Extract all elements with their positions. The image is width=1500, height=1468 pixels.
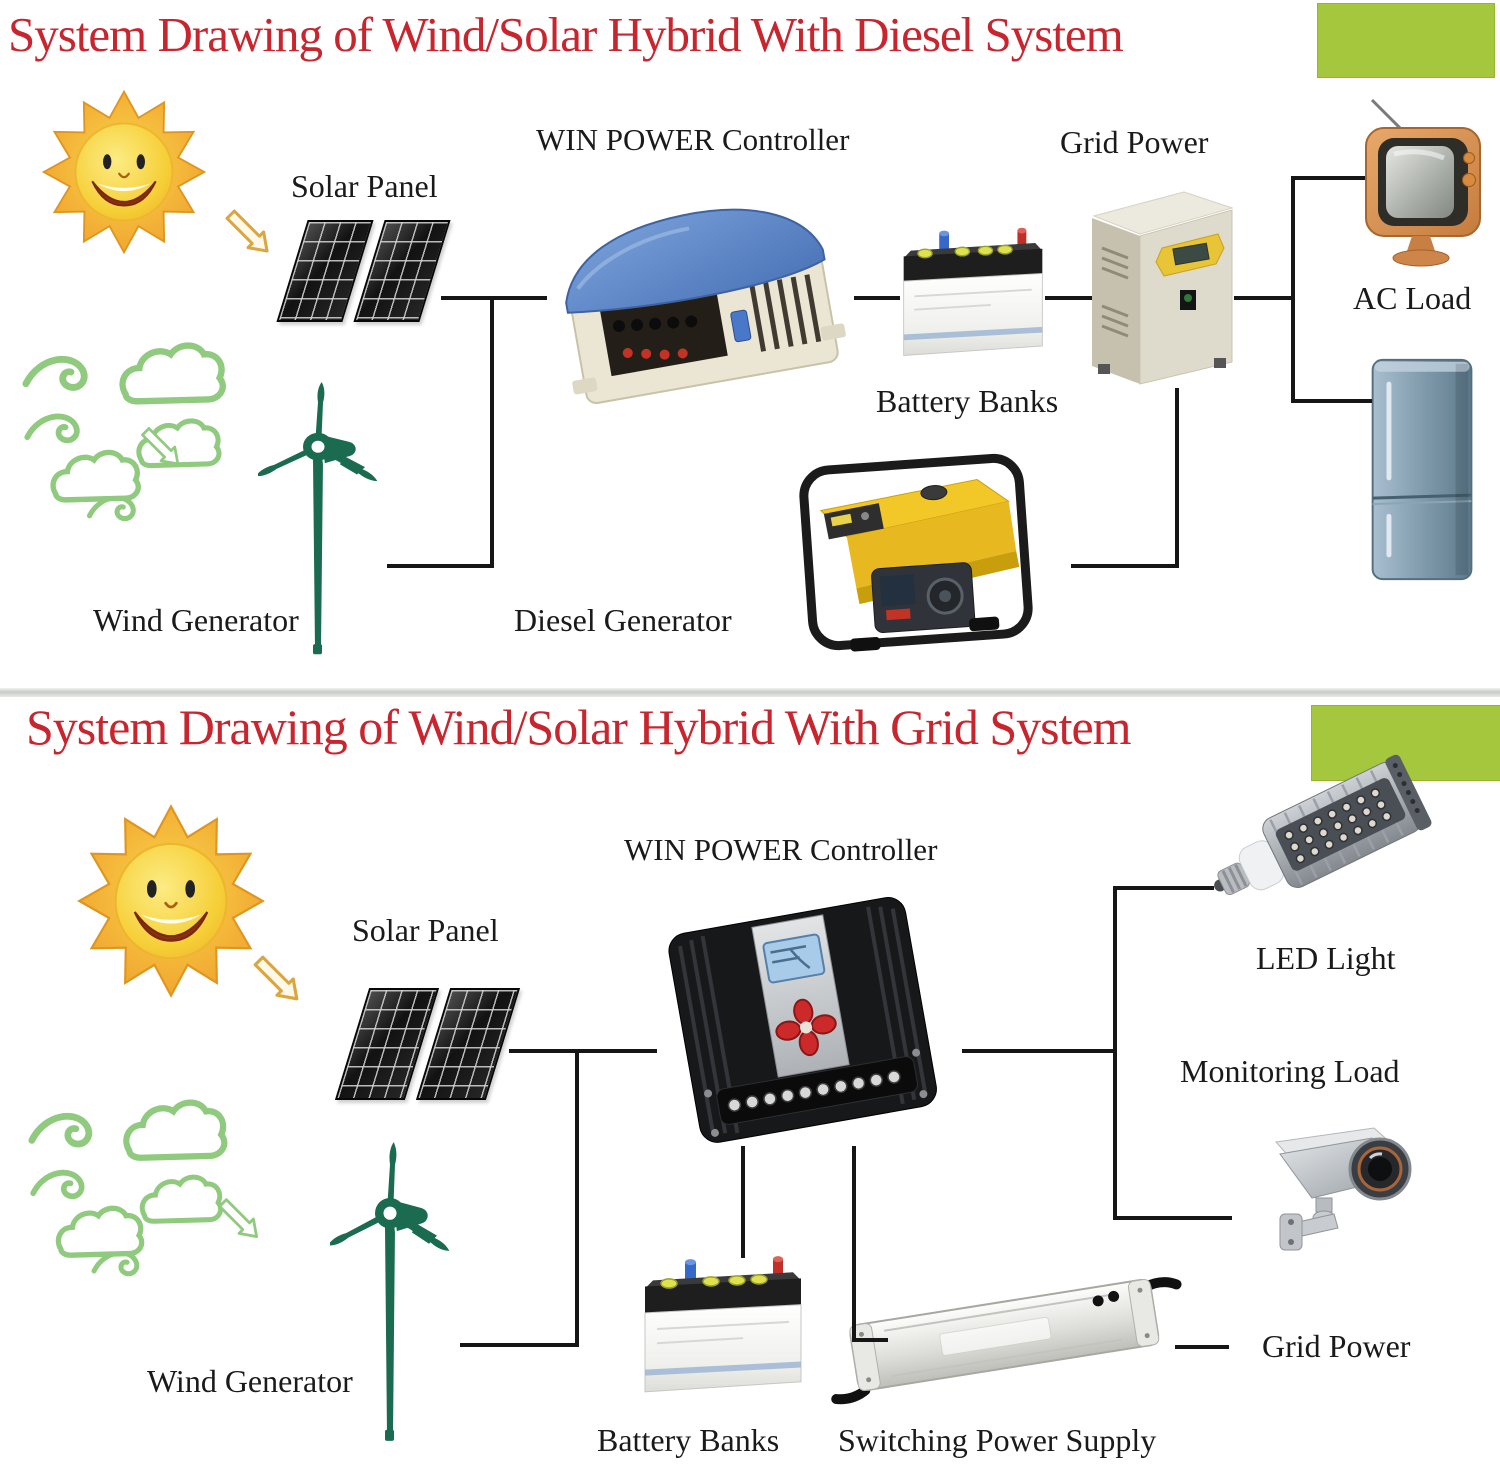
wind-generator-label-1: Wind Generator: [93, 602, 299, 638]
wire-solar-to-controller-1: [441, 296, 547, 300]
wire-wind-riser-1: [490, 296, 494, 568]
grid-power-label-1: Grid Power: [1060, 124, 1209, 160]
corner-accent-1: [1317, 3, 1495, 78]
sun-icon-2: [75, 802, 267, 1000]
controller-label-2: WIN POWER Controller: [624, 832, 938, 867]
wind-clouds-icon-1: [22, 325, 247, 555]
wire-solar-to-controller-2: [509, 1049, 657, 1053]
grid-power-icon-1: [1086, 186, 1238, 392]
battery-banks-label-2: Battery Banks: [597, 1422, 780, 1458]
switching-power-supply-label: Switching Power Supply: [838, 1422, 1157, 1458]
wire-sps-hook: [852, 1338, 888, 1342]
wire-wind-stub-2: [460, 1343, 578, 1347]
ac-load-label: AC Load: [1353, 280, 1472, 316]
sun-arrow-icon-2: [250, 952, 304, 1006]
wire-controller-to-bus-2: [962, 1049, 1117, 1053]
led-light-label: LED Light: [1256, 940, 1396, 976]
controller-label-1: WIN POWER Controller: [536, 122, 850, 157]
solar-panel-icon-2: [334, 988, 521, 1100]
wire-battery-to-inverter: [1045, 296, 1092, 300]
section2-title: System Drawing of Wind/Solar Hybrid With…: [26, 699, 1132, 755]
wire-wind-riser-2: [575, 1049, 579, 1347]
diesel-generator-label: Diesel Generator: [514, 602, 732, 638]
solar-panel-label-2: Solar Panel: [352, 912, 499, 948]
battery-icon-1: [893, 222, 1053, 365]
wire-wind-stub-1: [387, 564, 493, 568]
wire-bus-to-fridge: [1291, 399, 1372, 403]
grid-power-label-2: Grid Power: [1262, 1328, 1411, 1364]
fridge-icon: [1366, 350, 1481, 587]
wire-ac-bus: [1291, 176, 1295, 403]
tv-icon: [1350, 96, 1488, 268]
wire-controller-to-battery-2: [741, 1146, 745, 1258]
battery-banks-label-1: Battery Banks: [876, 383, 1059, 419]
wire-diesel-riser: [1175, 388, 1179, 568]
cctv-camera-icon: [1250, 1122, 1430, 1262]
wire-load-bus-2: [1113, 886, 1117, 1220]
solar-panel-label-1: Solar Panel: [291, 168, 438, 204]
wind-turbine-icon-2: [330, 1140, 450, 1445]
wire-sps-to-grid: [1175, 1345, 1229, 1349]
led-light-icon: [1210, 754, 1448, 922]
switching-power-supply-icon: [820, 1268, 1188, 1405]
diesel-generator-icon: [786, 448, 1046, 656]
controller-icon-2: [652, 886, 952, 1150]
controller-icon-1: [542, 198, 854, 406]
sun-arrow-icon-1: [222, 206, 274, 258]
wire-diesel-stub: [1071, 564, 1179, 568]
wind-generator-label-2: Wind Generator: [147, 1363, 353, 1399]
section-divider: [0, 688, 1500, 697]
wind-arrow-icon-2: [215, 1194, 263, 1244]
wire-bus-to-camera: [1113, 1216, 1232, 1220]
wire-inverter-to-bus: [1234, 296, 1295, 300]
wire-bus-to-tv: [1291, 176, 1365, 180]
wire-bus-to-led: [1113, 886, 1214, 890]
solar-panel-icon-1: [276, 220, 451, 322]
battery-icon-2: [633, 1250, 813, 1402]
sun-icon-1: [38, 88, 210, 256]
section1-title: System Drawing of Wind/Solar Hybrid With…: [8, 7, 1124, 62]
monitoring-load-label: Monitoring Load: [1180, 1053, 1400, 1089]
wire-controller-to-sps: [852, 1146, 856, 1342]
wind-arrow-icon-1: [138, 422, 184, 472]
wire-controller-to-battery-1: [854, 296, 900, 300]
